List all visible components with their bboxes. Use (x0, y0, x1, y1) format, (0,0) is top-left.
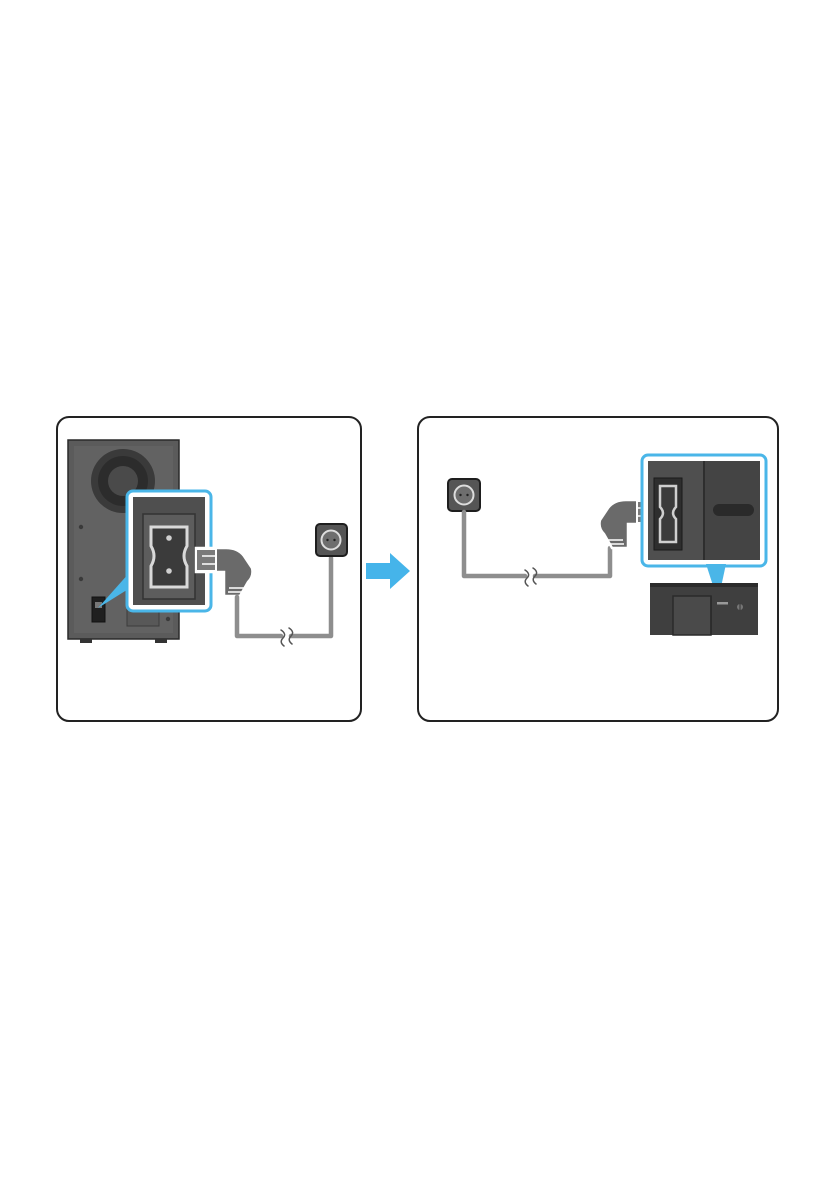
wall-outlet-icon (448, 479, 480, 511)
wall-outlet-icon (316, 524, 347, 556)
soundbar-icon (650, 583, 758, 635)
soundbar-panel (418, 417, 778, 721)
subwoofer-panel (57, 417, 361, 721)
arrow-right-icon (366, 553, 410, 589)
power-socket-icon (642, 455, 766, 566)
